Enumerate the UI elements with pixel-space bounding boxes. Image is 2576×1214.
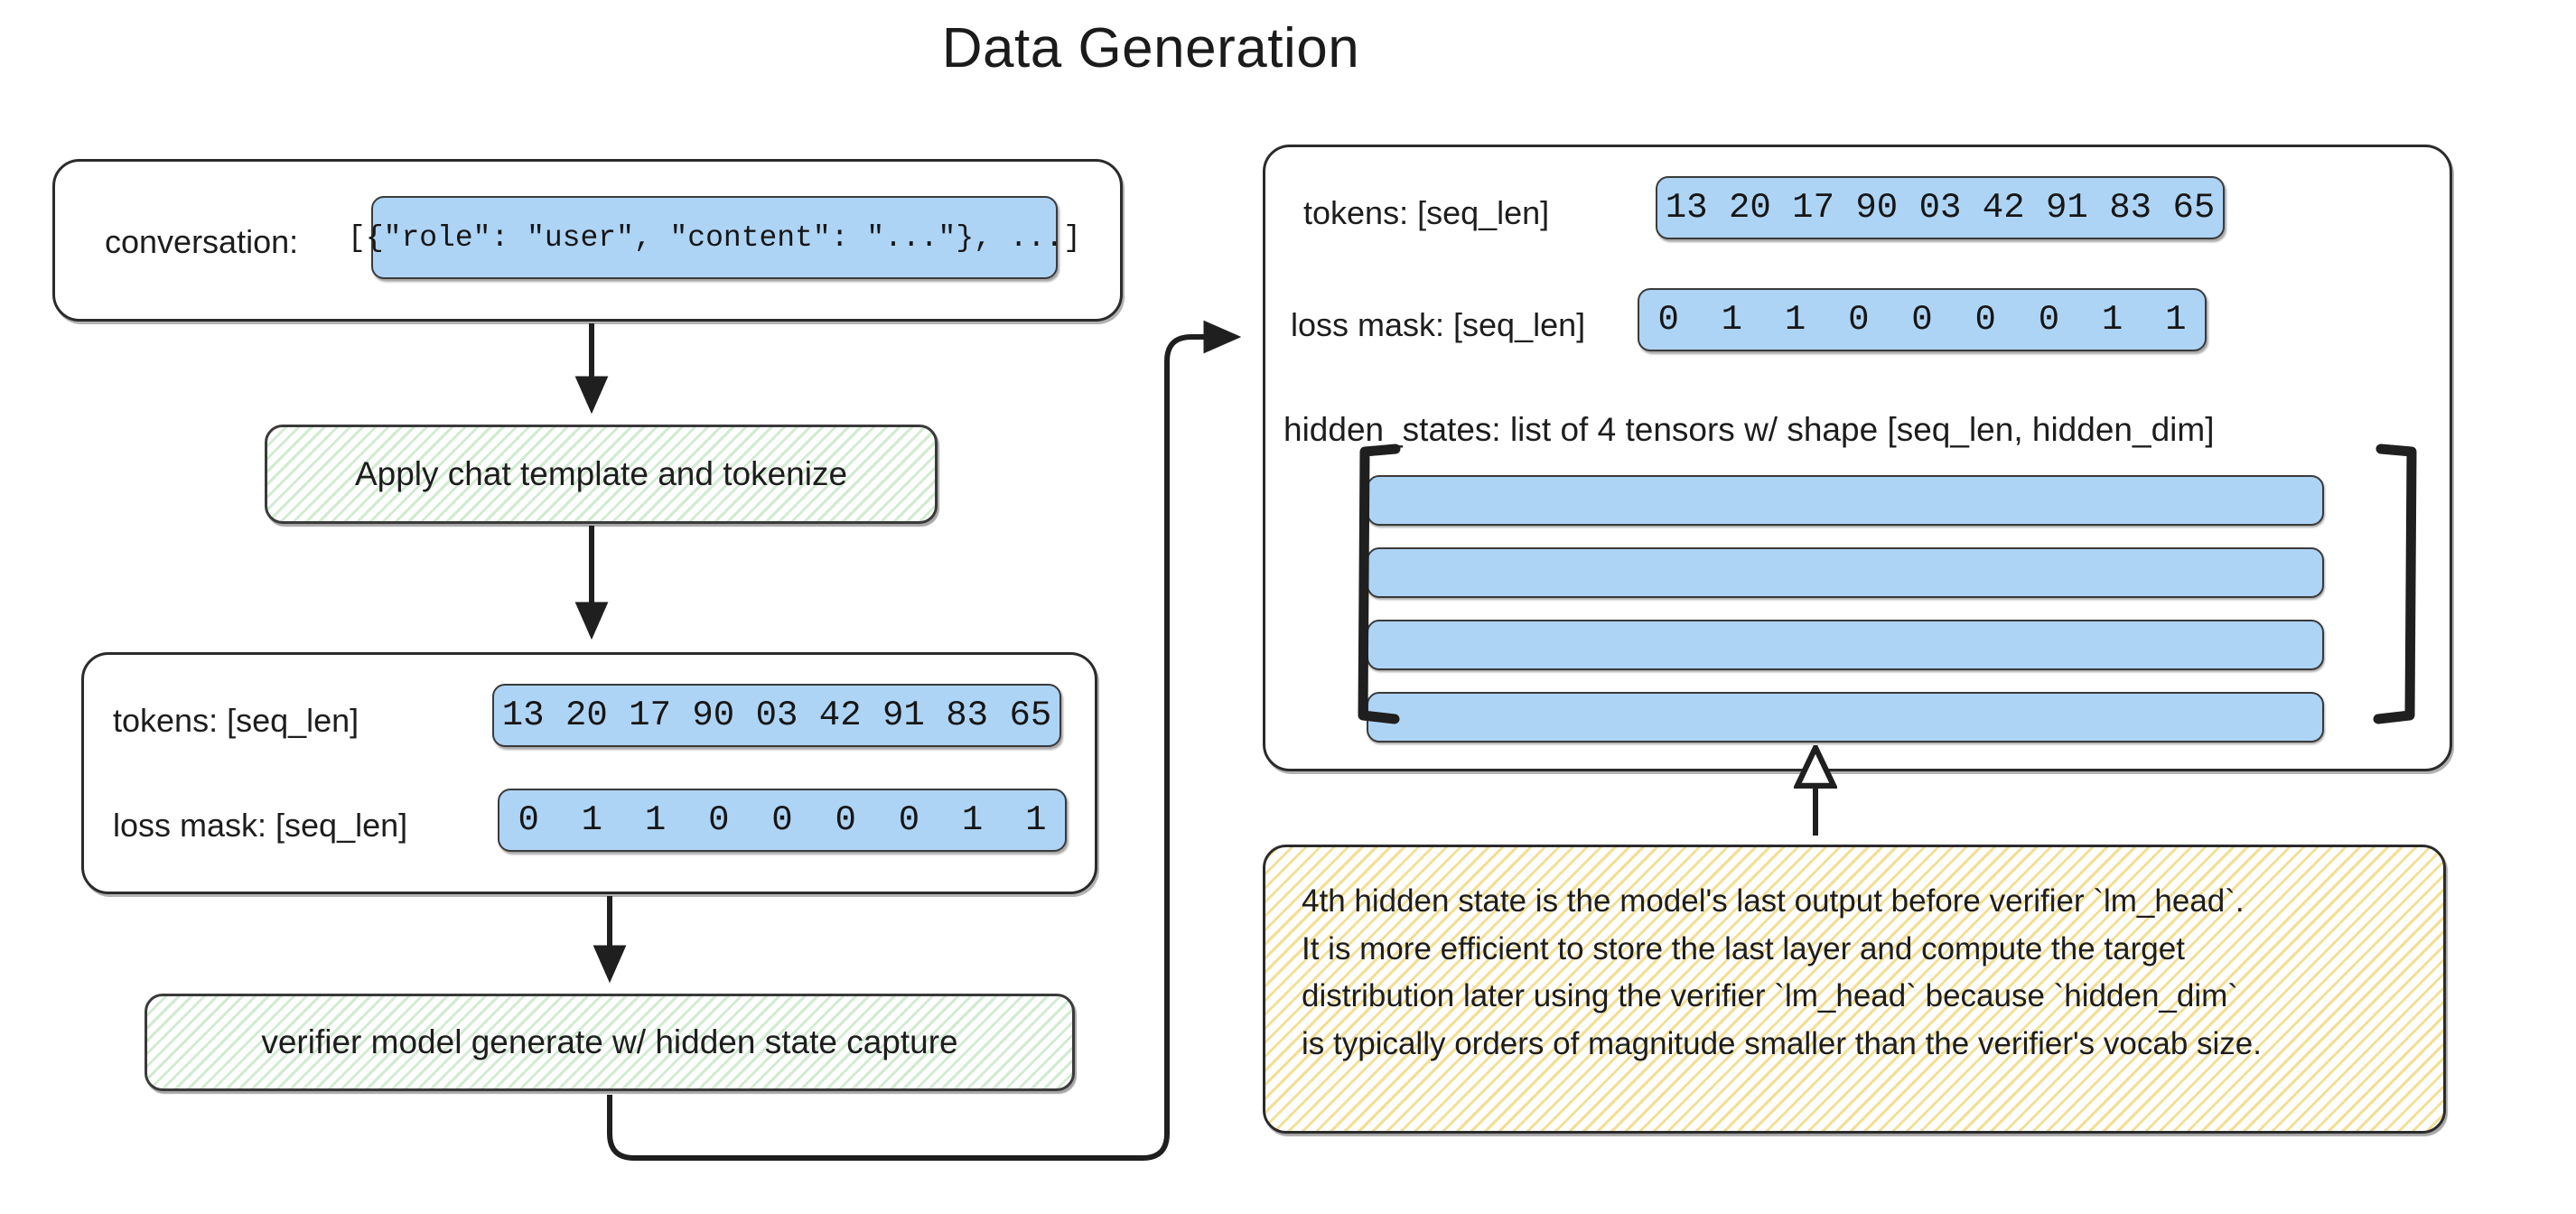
tokenized-loss-mask-chip: 0 1 1 0 0 0 0 1 1 bbox=[498, 789, 1067, 852]
process-apply-chat-template-label: Apply chat template and tokenize bbox=[354, 455, 848, 492]
output-record-panel: tokens: [seq_len] 13 20 17 90 03 42 91 8… bbox=[1263, 145, 2452, 771]
conversation-label: conversation: bbox=[105, 223, 299, 260]
output-loss-mask-label: loss mask: [seq_len] bbox=[1291, 306, 1586, 343]
note-line-1: 4th hidden state is the model's last out… bbox=[1302, 883, 2245, 919]
conversation-panel: conversation: [{"role": "user", "content… bbox=[52, 159, 1123, 322]
note-line-4: is typically orders of magnitude smaller… bbox=[1302, 1025, 2262, 1061]
conversation-value-chip: [{"role": "user", "content": "..."}, ...… bbox=[348, 196, 1081, 279]
note-line-3: distribution later using the verifier `l… bbox=[1302, 978, 2238, 1013]
tokenized-tokens-label: tokens: [seq_len] bbox=[113, 702, 359, 739]
process-verifier-generate-label: verifier model generate w/ hidden state … bbox=[261, 1023, 958, 1060]
output-tokens-label: tokens: [seq_len] bbox=[1303, 194, 1550, 231]
tokenized-tokens-chip: 13 20 17 90 03 42 91 83 65 bbox=[492, 684, 1061, 747]
hidden-state-bar-2 bbox=[1367, 547, 2324, 598]
hidden-states-label: hidden_states: list of 4 tensors w/ shap… bbox=[1283, 411, 2215, 448]
hidden-state-bar-1 bbox=[1367, 475, 2324, 526]
hidden-state-bar-4 bbox=[1367, 692, 2324, 742]
tokenized-loss-mask-label: loss mask: [seq_len] bbox=[113, 807, 408, 844]
note-line-2: It is more efficient to store the last l… bbox=[1302, 930, 2185, 967]
output-loss-mask-chip: 0 1 1 0 0 0 0 1 1 bbox=[1638, 288, 2207, 351]
hidden-state-bar-3 bbox=[1367, 620, 2324, 670]
process-verifier-generate[interactable]: verifier model generate w/ hidden state … bbox=[145, 994, 1075, 1091]
explanation-note: 4th hidden state is the model's last out… bbox=[1263, 845, 2446, 1134]
process-apply-chat-template[interactable]: Apply chat template and tokenize bbox=[265, 425, 938, 524]
tokenized-panel: tokens: [seq_len] 13 20 17 90 03 42 91 8… bbox=[81, 652, 1097, 894]
page-title-text: Data Generation bbox=[941, 17, 1360, 79]
page-title: Data Generation bbox=[0, 16, 2576, 80]
output-tokens-chip: 13 20 17 90 03 42 91 83 65 bbox=[1656, 176, 2225, 239]
